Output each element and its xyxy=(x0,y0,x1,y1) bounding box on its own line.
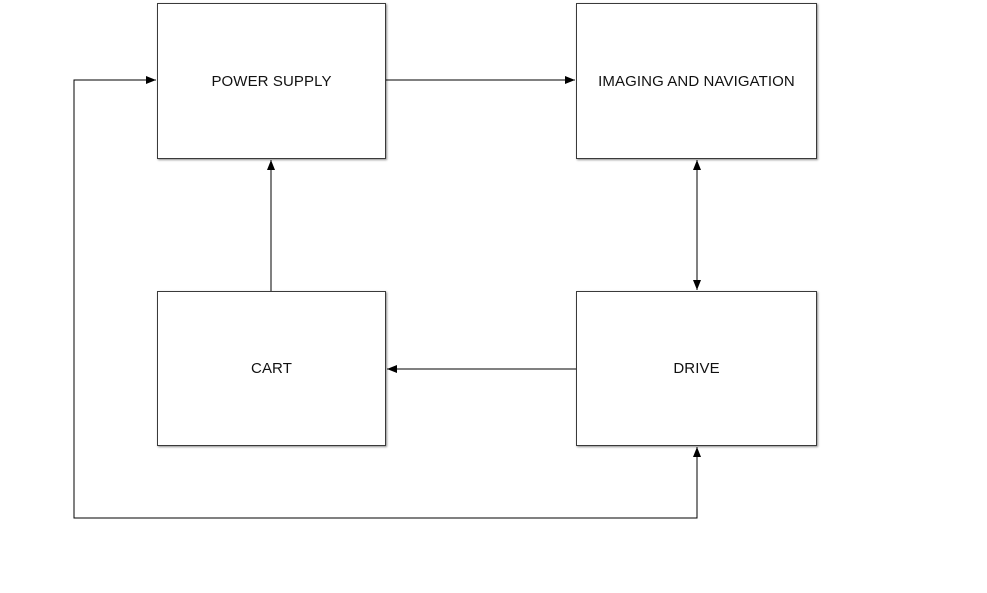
arrow-drive-power-loop xyxy=(73,76,701,519)
imaging-navigation-block: IMAGING AND NAVIGATION xyxy=(576,3,817,159)
drive-block: DRIVE xyxy=(576,291,817,446)
cart-label: CART xyxy=(251,360,292,377)
power-supply-label: POWER SUPPLY xyxy=(211,72,332,90)
drive-label: DRIVE xyxy=(673,360,720,377)
power-supply-block: POWER SUPPLY xyxy=(157,3,386,159)
imaging-navigation-label: IMAGING AND NAVIGATION xyxy=(598,72,795,90)
cart-block: CART xyxy=(157,291,386,446)
